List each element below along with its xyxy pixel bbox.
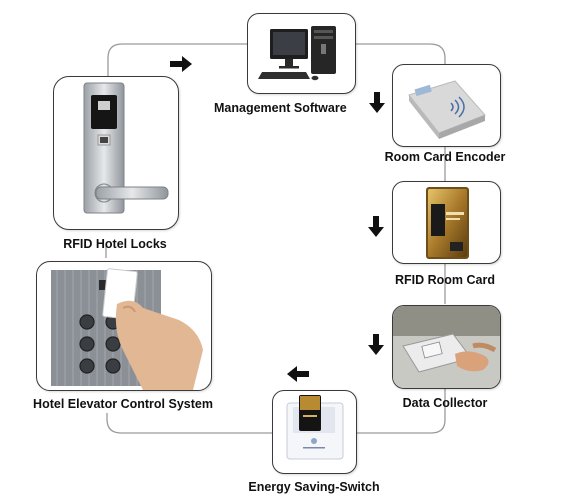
card-encoder-icon: [408, 80, 486, 139]
hotel-elevator-control-system-box[interactable]: [36, 261, 212, 391]
arrow-left-icon: [287, 366, 309, 382]
computer-icon: [258, 26, 336, 81]
energy-saving-switch-label: Energy Saving-Switch: [248, 480, 380, 494]
arrow-down-icon: [369, 92, 385, 113]
management-software-label: Management Software: [214, 101, 347, 115]
energy-saving-switch-box[interactable]: [272, 390, 357, 474]
rfid-room-card-label: RFID Room Card: [395, 273, 495, 287]
room-card-encoder-box[interactable]: [392, 64, 501, 147]
elevator-panel-icon: [51, 268, 203, 390]
energy-switch-icon: [286, 395, 344, 460]
data-collector-box[interactable]: [392, 305, 501, 389]
room-card-icon: [426, 187, 469, 259]
rfid-room-card-box[interactable]: [392, 181, 501, 264]
door-lock-icon: [83, 82, 169, 214]
data-collector-icon: [393, 306, 500, 388]
hotel-elevator-control-system-label: Hotel Elevator Control System: [33, 397, 213, 411]
arrow-down-icon: [368, 216, 384, 237]
arrow-right-icon: [170, 56, 192, 72]
room-card-encoder-label: Room Card Encoder: [384, 150, 506, 164]
arrow-down-icon: [368, 334, 384, 355]
rfid-hotel-locks-label: RFID Hotel Locks: [63, 237, 167, 251]
rfid-hotel-locks-box[interactable]: [53, 76, 179, 230]
management-software-box[interactable]: [247, 13, 356, 94]
data-collector-label: Data Collector: [402, 396, 488, 410]
